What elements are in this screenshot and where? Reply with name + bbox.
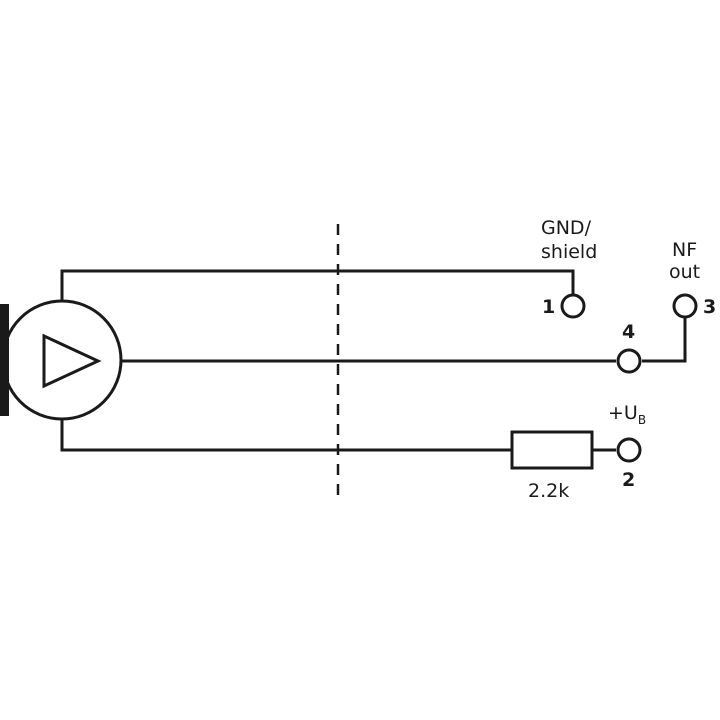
supply-wire [60,419,512,452]
terminal-4 [616,348,642,374]
out-label: out [669,261,700,283]
terminal-3-number: 3 [703,296,716,318]
resistor-value-label: 2.2k [528,480,569,502]
terminal-1 [560,293,586,319]
nf-label: NF [672,239,697,261]
microphone-housing-circle [1,299,123,421]
terminal-3 [672,293,698,319]
terminal-2 [616,437,642,463]
supply-voltage-main: +U [608,402,638,424]
amplifier-triangle-icon [42,333,102,389]
shield-wire [60,269,575,301]
terminal-4-number: 4 [622,321,635,343]
resistor-2-2k [510,430,594,470]
microphone-symbol [0,299,123,421]
terminal-1-number: 1 [542,296,555,318]
gnd-label: GND/ [541,217,592,239]
supply-voltage-subscript: B [638,413,646,427]
terminal4-to-terminal3-wire [642,318,687,363]
supply-voltage-label: +UB [608,402,646,427]
shield-label: shield [541,241,597,263]
terminal-2-number: 2 [622,469,635,491]
